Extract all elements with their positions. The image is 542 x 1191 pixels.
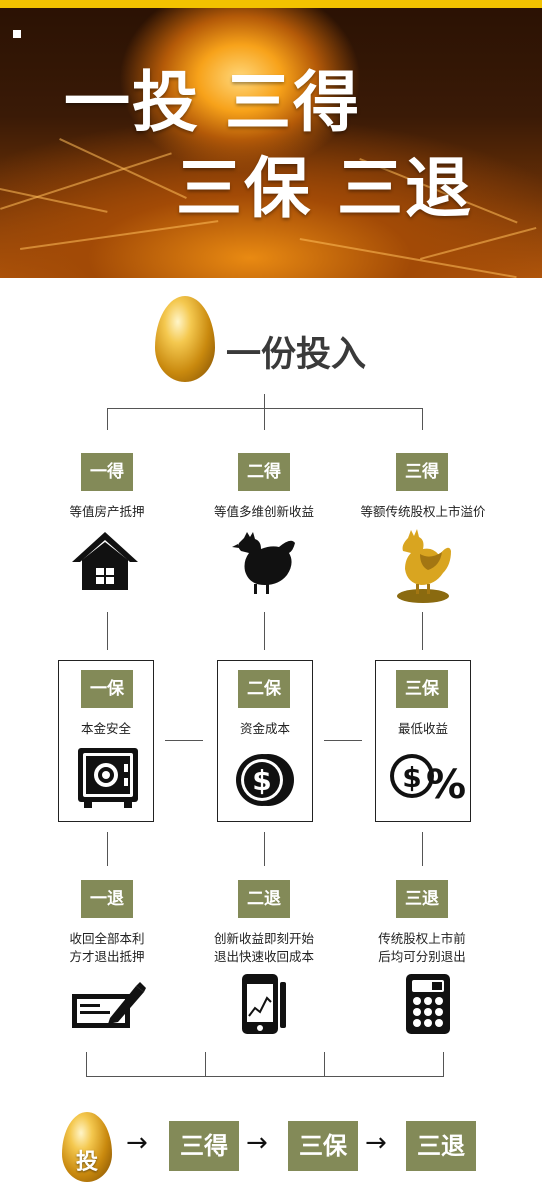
tag-gain-3: 三得 [396,453,448,491]
golden-rooster-icon [397,529,451,603]
connector [165,740,203,741]
gain-desc-1: 等值房产抵押 [69,504,145,519]
safe-icon [78,748,138,808]
check-pen-icon [72,982,146,1028]
flow-arrow-2: → [246,1128,268,1158]
exit-desc-1-line2: 方才退出抵押 [69,949,145,964]
exit-desc-3: 传统股权上市前 后均可分别退出 [352,930,492,966]
connector [205,1052,206,1077]
connector [264,394,265,430]
svg-text:$: $ [252,764,271,797]
exit-desc-1-line1: 收回全部本利 [69,931,145,946]
connector [86,1076,444,1077]
exit-desc-3-line1: 传统股权上市前 [378,931,466,946]
connector [443,1052,444,1077]
svg-text:$: $ [402,761,421,794]
flow-step-exit: 三退 [406,1121,476,1171]
calculator-icon [406,974,450,1034]
guarantee-desc-3: 最低收益 [397,721,448,736]
tag-gain-2: 二得 [238,453,290,491]
golden-egg-icon [62,1112,112,1182]
tag-exit-3: 三退 [396,880,448,918]
exit-desc-3-line2: 后均可分别退出 [378,949,466,964]
guarantee-desc-2: 资金成本 [239,721,290,736]
banner-title-line1: 一投 三得 [64,64,361,141]
connector [422,832,423,866]
flow-step-guarantee: 三保 [288,1121,358,1171]
top-accent-bar [0,0,542,8]
egg-label: 投 [75,1150,98,1175]
golden-egg-icon [155,296,215,382]
hero-banner: 一投 三得 三保 三退 [0,8,542,278]
flow-step-gain: 三得 [169,1121,239,1171]
house-icon [72,532,138,590]
connector [264,612,265,650]
connector [107,408,108,430]
tag-guarantee-2: 二保 [238,670,290,708]
tag-gain-1: 一得 [81,453,133,491]
tag-guarantee-3: 三保 [396,670,448,708]
flow-arrow-3: → [365,1128,387,1158]
hen-icon [232,532,295,594]
gain-desc-2: 等值多维创新收益 [213,504,314,519]
connector [422,408,423,430]
banner-title-line2: 三保 三退 [176,150,473,227]
gain-desc-3: 等额传统股权上市溢价 [360,504,486,519]
bullet-marker [13,30,21,38]
connector [324,740,362,741]
connector [324,1052,325,1077]
connector [107,612,108,650]
connector [86,1052,87,1077]
mobile-chart-icon [242,974,286,1034]
intro-label: 一份投入 [226,335,367,375]
exit-desc-1: 收回全部本利 方才退出抵押 [37,930,177,966]
exit-desc-2-line2: 退出快速收回成本 [213,949,314,964]
connector [264,832,265,866]
guarantee-desc-1: 本金安全 [80,721,131,736]
dollar-percent-icon: $ % [390,754,466,808]
tag-guarantee-1: 一保 [81,670,133,708]
tag-exit-1: 一退 [81,880,133,918]
exit-desc-2-line1: 创新收益即刻开始 [213,931,314,946]
connector [422,612,423,650]
dollar-coin-icon: $ [236,754,294,806]
svg-text:%: % [426,762,466,808]
flow-arrow-1: → [126,1128,148,1158]
connector [107,408,423,409]
tag-exit-2: 二退 [238,880,290,918]
exit-desc-2: 创新收益即刻开始 退出快速收回成本 [194,930,334,966]
connector [107,832,108,866]
